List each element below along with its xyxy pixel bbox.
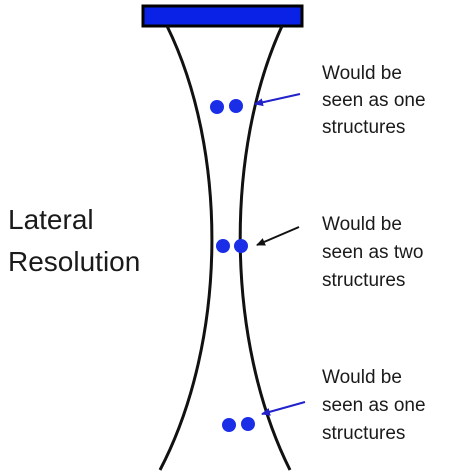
reflector-dot [234,239,248,253]
annotation-bottom-line-3: structures [322,423,406,444]
annotation-middle-line-2: seen as two [322,242,424,263]
reflector-dot [241,417,255,431]
arrow-icon [256,226,300,246]
annotation-bottom-line-2: seen as one [322,395,426,416]
reflector-dot [222,418,236,432]
annotation-top-line-2: seen as one [322,90,426,111]
reflector-dot [216,239,230,253]
title-line-2: Resolution [8,246,141,277]
annotation-middle-line-3: structures [322,270,406,291]
annotation-middle-line-1: Would be [322,214,402,235]
reflector-dot [229,99,243,113]
arrow-icon [261,401,306,416]
beam-left-edge [158,25,214,471]
transducer-block [141,4,304,28]
reflector-dot [210,100,224,114]
annotation-top-line-1: Would be [322,63,402,84]
annotation-top-line-3: structures [322,117,406,138]
annotation-bottom-line-1: Would be [322,367,402,388]
arrow-icon [254,93,301,107]
title-line-1: Lateral [8,204,94,235]
